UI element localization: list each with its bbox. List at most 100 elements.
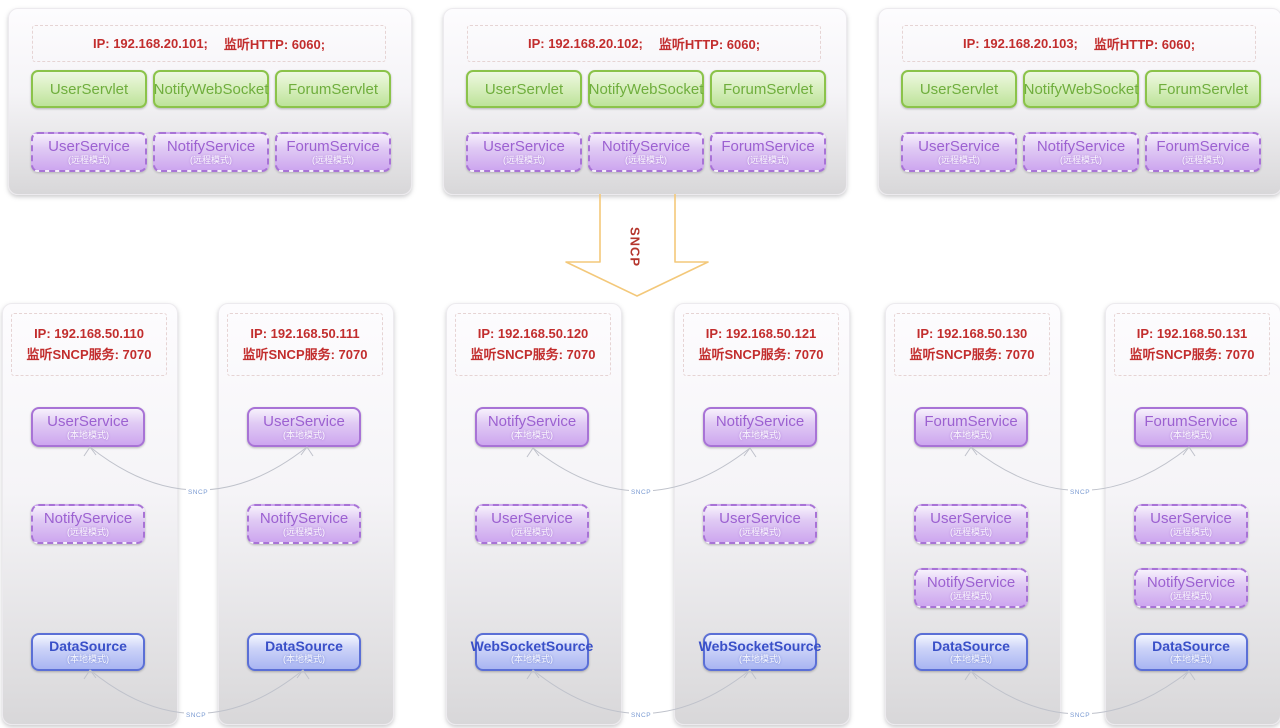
servlet-box: UserServlet [901, 70, 1017, 108]
sncp-arrow-outline [565, 194, 709, 297]
service-name: ForumService [1156, 137, 1250, 155]
service-mode: (远程模式) [503, 154, 545, 165]
remote-service-box: NotifyService (远程模式) [31, 504, 145, 544]
local-service-box: NotifyService (本地模式) [475, 407, 589, 447]
service-name: NotifyService [1036, 137, 1126, 155]
service-name: ForumService [286, 137, 380, 155]
servlet-box: UserServlet [31, 70, 147, 108]
listen-text: 监听HTTP: 6060; [658, 37, 761, 52]
servlet-box: ForumServlet [1145, 70, 1261, 108]
listen-text: 监听HTTP: 6060; [223, 37, 326, 52]
service-name: NotifyService [715, 412, 805, 430]
remote-service-box: UserService (远程模式) [1134, 504, 1248, 544]
service-name: NotifyService [926, 573, 1016, 591]
servlet-box: UserServlet [466, 70, 582, 108]
listen-text: 监听SNCP服务: 7070 [242, 347, 368, 362]
service-mode: (远程模式) [1170, 590, 1212, 601]
remote-service-box: UserService (远程模式) [703, 504, 817, 544]
servlet-label: NotifyWebSocket [153, 80, 269, 98]
ip-address-label: IP: 192.168.50.111 监听SNCP服务: 7070 [227, 313, 383, 376]
ip-address-label: IP: 192.168.20.102; 监听HTTP: 6060; [467, 25, 821, 62]
source-mode: (本地模式) [950, 654, 992, 664]
sncp-server-panel-4: IP: 192.168.50.121 监听SNCP服务: 7070 Notify… [674, 303, 850, 725]
service-mode: (远程模式) [312, 154, 354, 165]
source-name: WebSocketSource [470, 638, 594, 654]
remote-service-box: UserService (远程模式) [475, 504, 589, 544]
servlet-label: UserServlet [49, 80, 129, 98]
service-name: NotifyService [43, 509, 133, 527]
source-name: DataSource [265, 638, 343, 654]
listen-text: 监听SNCP服务: 7070 [1129, 347, 1255, 362]
ip-address-label: IP: 192.168.20.101; 监听HTTP: 6060; [32, 25, 386, 62]
service-mode: (远程模式) [511, 526, 553, 537]
ip-address-label: IP: 192.168.50.130 监听SNCP服务: 7070 [894, 313, 1050, 376]
remote-service-box: NotifyService (远程模式) [914, 568, 1028, 608]
source-mode: (本地模式) [67, 654, 109, 664]
remote-service-box: UserService (远程模式) [466, 132, 582, 172]
datasource-box: DataSource (本地模式) [1134, 633, 1248, 671]
local-service-box: UserService (本地模式) [247, 407, 361, 447]
service-name: UserService [930, 509, 1012, 527]
remote-service-box: NotifyService (远程模式) [153, 132, 269, 172]
remote-service-box: NotifyService (远程模式) [588, 132, 704, 172]
sncp-server-panel-6: IP: 192.168.50.131 监听SNCP服务: 7070 ForumS… [1105, 303, 1280, 725]
sncp-server-panel-3: IP: 192.168.50.120 监听SNCP服务: 7070 Notify… [446, 303, 622, 725]
source-mode: (本地模式) [739, 654, 781, 664]
service-mode: (远程模式) [67, 526, 109, 537]
source-mode: (本地模式) [283, 654, 325, 664]
ip-text: IP: 192.168.50.111 [250, 326, 360, 341]
servlet-label: UserServlet [484, 80, 564, 98]
remote-service-box: UserService (远程模式) [901, 132, 1017, 172]
source-name: DataSource [49, 638, 127, 654]
ip-text: IP: 192.168.20.102; [527, 36, 643, 51]
service-mode: (本地模式) [739, 429, 781, 440]
servlet-label: NotifyWebSocket [1023, 80, 1139, 98]
remote-service-box: NotifyService (远程模式) [1134, 568, 1248, 608]
service-name: NotifyService [1146, 573, 1236, 591]
servlet-box: ForumServlet [275, 70, 391, 108]
service-name: UserService [48, 137, 130, 155]
connector-label: SNCP [631, 489, 651, 496]
connector-label: SNCP [1070, 712, 1090, 719]
service-name: UserService [491, 509, 573, 527]
servlet-label: ForumServlet [287, 80, 379, 98]
servlet-label: ForumServlet [1157, 80, 1249, 98]
service-mode: (远程模式) [950, 590, 992, 601]
service-mode: (远程模式) [739, 526, 781, 537]
remote-service-box: NotifyService (远程模式) [1023, 132, 1139, 172]
service-name: ForumService [1144, 412, 1238, 430]
servlet-box: NotifyWebSocket [588, 70, 704, 108]
service-mode: (本地模式) [511, 429, 553, 440]
service-mode: (远程模式) [68, 154, 110, 165]
remote-service-box: UserService (远程模式) [914, 504, 1028, 544]
service-mode: (远程模式) [625, 154, 667, 165]
http-server-panel-1: IP: 192.168.20.101; 监听HTTP: 6060; UserSe… [8, 8, 412, 195]
service-name: UserService [719, 509, 801, 527]
ip-address-label: IP: 192.168.50.121 监听SNCP服务: 7070 [683, 313, 839, 376]
ip-text: IP: 192.168.20.103; [962, 36, 1078, 51]
servlet-label: UserServlet [919, 80, 999, 98]
service-mode: (远程模式) [747, 154, 789, 165]
source-name: DataSource [1152, 638, 1230, 654]
local-service-box: ForumService (本地模式) [914, 407, 1028, 447]
ip-address-label: IP: 192.168.20.103; 监听HTTP: 6060; [902, 25, 1256, 62]
service-mode: (远程模式) [1182, 154, 1224, 165]
servlet-label: ForumServlet [722, 80, 814, 98]
service-mode: (远程模式) [950, 526, 992, 537]
local-service-box: UserService (本地模式) [31, 407, 145, 447]
service-mode: (远程模式) [1170, 526, 1212, 537]
datasource-box: DataSource (本地模式) [247, 633, 361, 671]
ip-text: IP: 192.168.50.130 [916, 326, 1028, 341]
ip-text: IP: 192.168.50.120 [477, 326, 589, 341]
ip-address-label: IP: 192.168.50.120 监听SNCP服务: 7070 [455, 313, 611, 376]
datasource-box: DataSource (本地模式) [914, 633, 1028, 671]
service-name: ForumService [721, 137, 815, 155]
sncp-arrow-label: SNCP [628, 227, 643, 267]
service-mode: (远程模式) [190, 154, 232, 165]
ip-text: IP: 192.168.50.121 [705, 326, 817, 341]
source-mode: (本地模式) [1170, 654, 1212, 664]
service-name: UserService [263, 412, 345, 430]
http-server-panel-2: IP: 192.168.20.102; 监听HTTP: 6060; UserSe… [443, 8, 847, 195]
websocketsource-box: WebSocketSource (本地模式) [699, 633, 821, 671]
